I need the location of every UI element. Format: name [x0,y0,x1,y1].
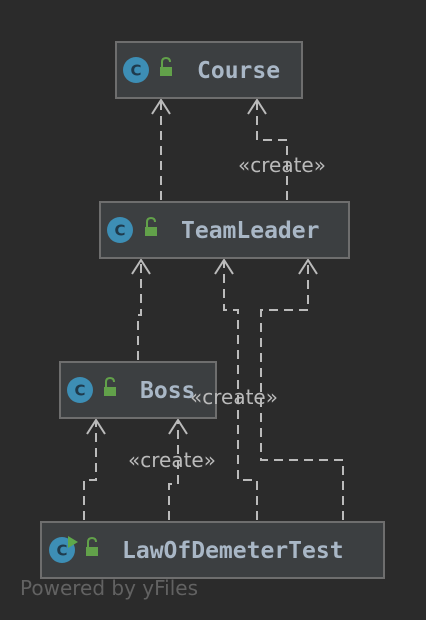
class-icon: C [123,57,149,83]
edge-teamleader-creates-course [247,98,288,200]
edge-lawofdemetertest-creates-teamleader [260,258,344,520]
class-node-teamleader[interactable]: C TeamLeader [99,201,350,259]
class-node-course[interactable]: C Course [115,41,303,99]
yfiles-watermark: Powered by yFiles [20,576,198,600]
svg-text:C: C [114,222,125,240]
public-lock-icon [104,376,116,396]
edge-label-create: «create» [190,385,278,409]
public-lock-icon [86,536,98,556]
public-lock-icon [145,216,157,236]
public-lock-icon [160,56,172,76]
edge-label-create: «create» [128,448,216,472]
class-name-lawofdemetertest: LawOfDemeterTest [122,538,344,564]
class-name-course: Course [197,58,280,84]
edge-label-create: «create» [238,153,326,177]
runnable-class-icon: C [49,536,78,563]
class-node-lawofdemetertest[interactable]: C LawOfDemeterTest [40,521,385,579]
edge-lawofdemetertest-to-boss [83,418,106,520]
class-icon: C [67,377,93,403]
svg-text:C: C [74,382,85,400]
edge-boss-to-teamleader [131,258,151,360]
svg-text:C: C [130,62,141,80]
edge-teamleader-to-course [151,98,171,200]
edge-lawofdemetertest-to-teamleader [214,258,258,520]
class-icon: C [107,217,133,243]
class-name-boss: Boss [140,378,195,404]
svg-text:C: C [56,542,67,560]
class-name-teamleader: TeamLeader [181,218,319,244]
class-node-boss[interactable]: C Boss [59,361,217,419]
edge-lawofdemetertest-creates-boss [168,418,188,520]
